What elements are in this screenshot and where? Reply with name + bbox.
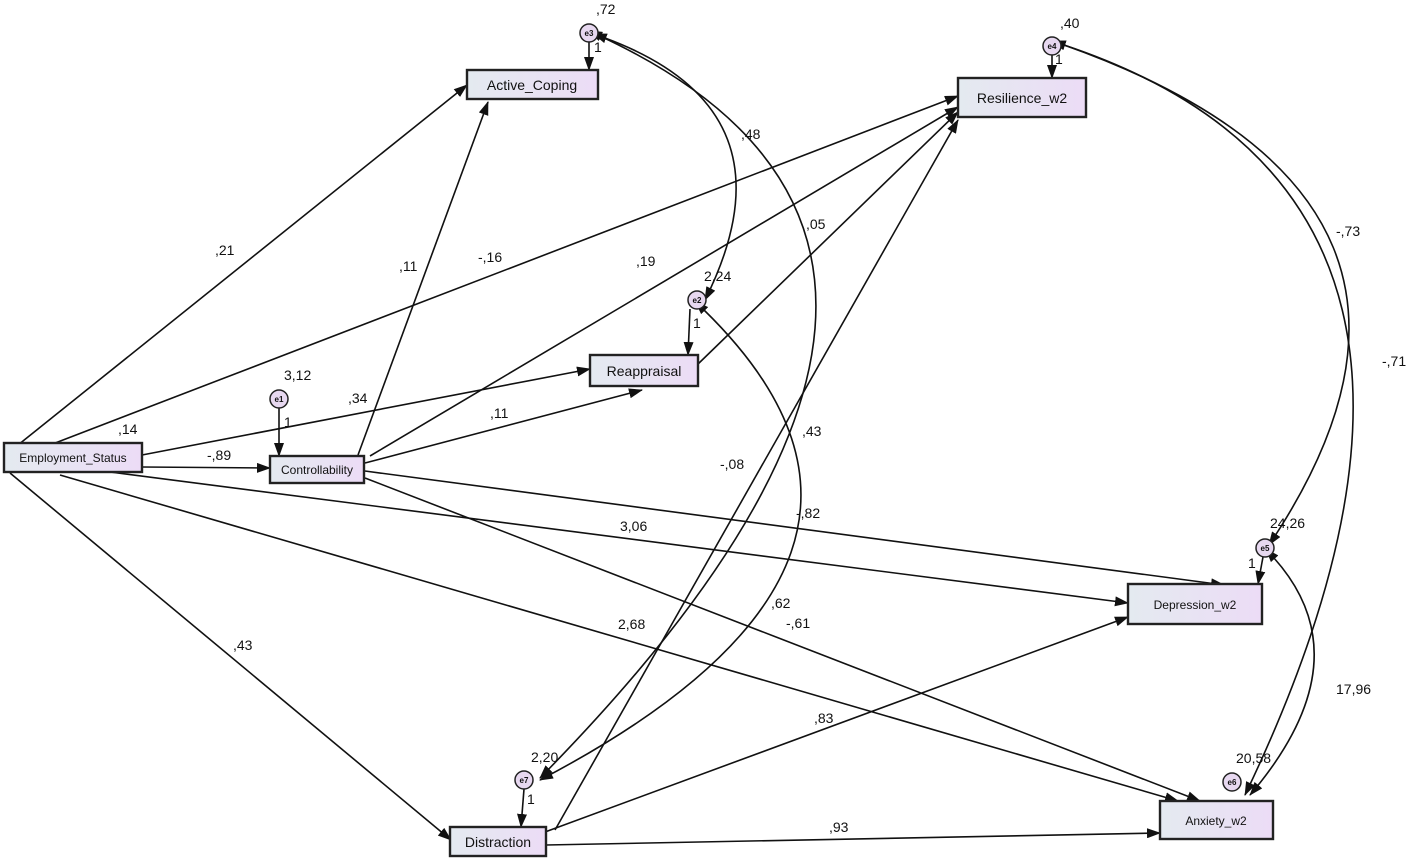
loading-e5: 1 [1248, 555, 1256, 571]
coef-distr-anxiety: ,93 [829, 819, 849, 835]
cov-label-e4-e6: -,71 [1382, 353, 1406, 369]
cov-e5-e6 [1249, 548, 1315, 796]
path-controllability-reappraisal [364, 388, 643, 464]
cov-e2-e7 [539, 300, 802, 781]
error-terms: e1 e2 e3 e4 e5 e6 e7 [269, 23, 1275, 792]
coef-emp-depression: 3,06 [620, 518, 647, 534]
coef-emp-resilience: -,16 [478, 249, 502, 265]
variance-e2: 2,24 [704, 268, 731, 284]
path-employment-reappraisal [141, 366, 591, 456]
svg-text:e5: e5 [1261, 544, 1270, 553]
coef-ctrl-anxiety: -,61 [786, 615, 810, 631]
label-distraction: Distraction [465, 834, 531, 850]
variance-e4: ,40 [1060, 15, 1080, 31]
label-resilience: Resilience_w2 [977, 90, 1067, 106]
label-depression: Depression_w2 [1154, 598, 1237, 612]
error-e5: e5 [1255, 538, 1275, 558]
covariance-labels: ,48 ,43 ,62 -,73 -,71 17,96 [741, 126, 1406, 697]
paths [9, 42, 1266, 846]
path-employment-controllability [141, 462, 271, 473]
path-employment-anxiety [59, 474, 1179, 803]
path-controllability-resilience [369, 106, 959, 457]
fixed-loading-labels: 1 1 1 1 1 1 [284, 39, 1256, 807]
variance-e5: 24,26 [1270, 515, 1305, 531]
path-reappraisal-resilience [696, 111, 959, 366]
error-e7: e7 [514, 770, 534, 790]
label-employment-status: Employment_Status [19, 451, 126, 465]
label-reappraisal: Reappraisal [607, 363, 682, 379]
box-anxiety: Anxiety_w2 [1158, 799, 1275, 841]
cov-label-e4-e5: -,73 [1336, 223, 1360, 239]
cov-e4-e6 [1051, 40, 1354, 796]
variables: Active_Coping Resilience_w2 Reappraisal … [2, 68, 1275, 858]
loading-e7: 1 [527, 791, 535, 807]
error-e1: e1 [269, 389, 289, 409]
error-e4: e4 [1042, 36, 1062, 56]
svg-text:e1: e1 [275, 395, 284, 404]
path-controllability-active-coping [357, 101, 489, 456]
coef-emp-distraction: ,43 [233, 637, 253, 653]
box-active-coping: Active_Coping [465, 68, 600, 101]
path-employment-active-coping [17, 84, 468, 446]
path-employment-distraction [9, 472, 452, 841]
variance-labels: ,14 3,12 2,24 ,72 ,40 24,26 20,58 2,20 [118, 1, 1305, 766]
coef-emp-anxiety: 2,68 [618, 616, 645, 632]
coef-ctrl-resilience: ,19 [636, 253, 656, 269]
coef-ctrl-reappraisal: ,11 [490, 405, 509, 421]
cov-e4-e5 [1051, 40, 1350, 546]
box-reappraisal: Reappraisal [588, 353, 700, 388]
error-e3: e3 [579, 23, 599, 43]
path-e5-depression [1255, 556, 1266, 585]
variance-e1: 3,12 [284, 367, 311, 383]
path-employment-resilience [49, 95, 959, 446]
path-e7-distraction [517, 788, 528, 828]
coef-emp-reappraisal: ,34 [348, 390, 368, 406]
label-controllability: Controllability [281, 463, 353, 477]
error-e2: e2 [687, 290, 707, 310]
cov-e3-e2 [592, 33, 737, 301]
coef-ctrl-depression: -,82 [796, 505, 820, 521]
box-depression: Depression_w2 [1126, 582, 1264, 626]
svg-text:e6: e6 [1228, 778, 1237, 787]
variance-e6: 20,58 [1236, 750, 1271, 766]
path-distraction-anxiety [545, 828, 1161, 846]
coef-ctrl-active: ,11 [399, 258, 418, 274]
loading-e3: 1 [594, 39, 602, 55]
cov-label-e3-e7: ,43 [802, 423, 822, 439]
covariances [539, 30, 1354, 796]
cov-label-e5-e6: 17,96 [1336, 681, 1371, 697]
coef-emp-active: ,21 [215, 242, 235, 258]
coef-emp-ctrl: -,89 [207, 447, 231, 463]
box-resilience: Resilience_w2 [956, 76, 1088, 119]
svg-text:e7: e7 [520, 776, 529, 785]
label-anxiety: Anxiety_w2 [1185, 814, 1247, 828]
box-distraction: Distraction [448, 825, 548, 858]
loading-e1: 1 [284, 414, 292, 430]
cov-e3-e7 [539, 30, 817, 779]
cov-label-e2-e7: ,62 [771, 595, 791, 611]
box-employment-status: Employment_Status [2, 441, 144, 474]
svg-text:e2: e2 [693, 296, 702, 305]
loading-e2: 1 [693, 315, 701, 331]
variance-e7: 2,20 [531, 749, 558, 765]
path-e2-reappraisal [683, 308, 694, 356]
coef-reapp-resilience: ,05 [806, 216, 826, 232]
cov-label-e3-e2: ,48 [741, 126, 761, 142]
path-coefficients: ,21 -,16 ,19 ,05 ,11 ,34 ,11 -,89 -,08 -… [207, 216, 849, 835]
svg-text:e4: e4 [1048, 42, 1057, 51]
label-active-coping: Active_Coping [487, 77, 577, 93]
path-employment-depression [109, 471, 1129, 607]
coef-distr-depression: ,83 [814, 710, 834, 726]
coef-distr-resilience: -,08 [720, 456, 744, 472]
svg-text:e3: e3 [585, 29, 594, 38]
loading-e4: 1 [1055, 51, 1063, 67]
box-controllability: Controllability [268, 454, 366, 485]
error-e6: e6 [1222, 772, 1242, 792]
path-distraction-depression [544, 616, 1129, 833]
variance-employment: ,14 [118, 421, 138, 437]
variance-e3: ,72 [596, 1, 616, 17]
